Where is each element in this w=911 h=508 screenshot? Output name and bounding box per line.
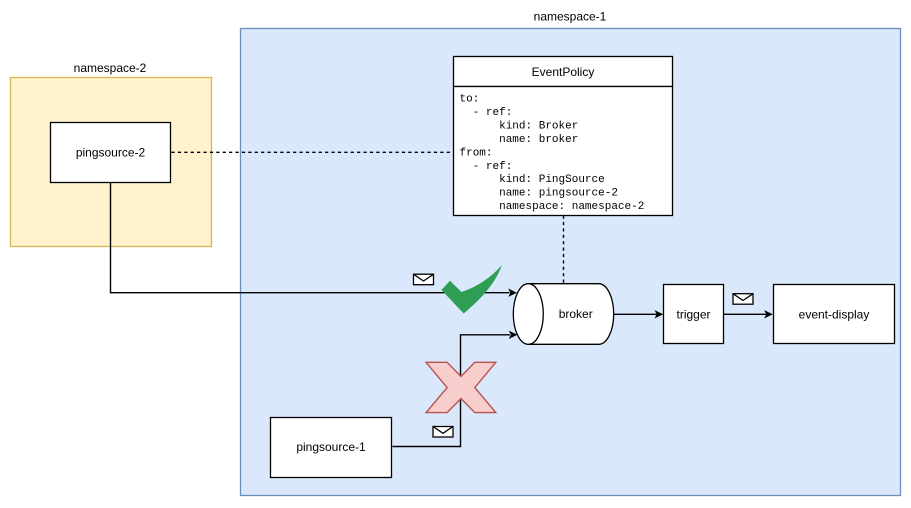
- svg-text:name: broker: name: broker: [460, 134, 579, 146]
- svg-text:- ref:: - ref:: [460, 161, 513, 173]
- svg-text:kind: Broker: kind: Broker: [460, 120, 579, 132]
- svg-text:kind: PingSource: kind: PingSource: [460, 174, 605, 186]
- svg-text:namespace: namespace-2: namespace: namespace-2: [460, 201, 645, 213]
- svg-text:EventPolicy: EventPolicy: [532, 65, 595, 79]
- svg-text:name: pingsource-2: name: pingsource-2: [460, 188, 618, 200]
- svg-text:pingsource-2: pingsource-2: [76, 146, 146, 160]
- svg-text:event-display: event-display: [799, 307, 870, 321]
- svg-text:broker: broker: [559, 307, 593, 321]
- svg-text:namespace-2: namespace-2: [74, 61, 147, 75]
- svg-text:to:: to:: [460, 93, 480, 105]
- svg-text:from:: from:: [460, 147, 493, 159]
- svg-text:namespace-1: namespace-1: [534, 10, 607, 24]
- svg-text:- ref:: - ref:: [460, 107, 513, 119]
- svg-text:pingsource-1: pingsource-1: [296, 440, 366, 454]
- svg-text:trigger: trigger: [676, 307, 710, 321]
